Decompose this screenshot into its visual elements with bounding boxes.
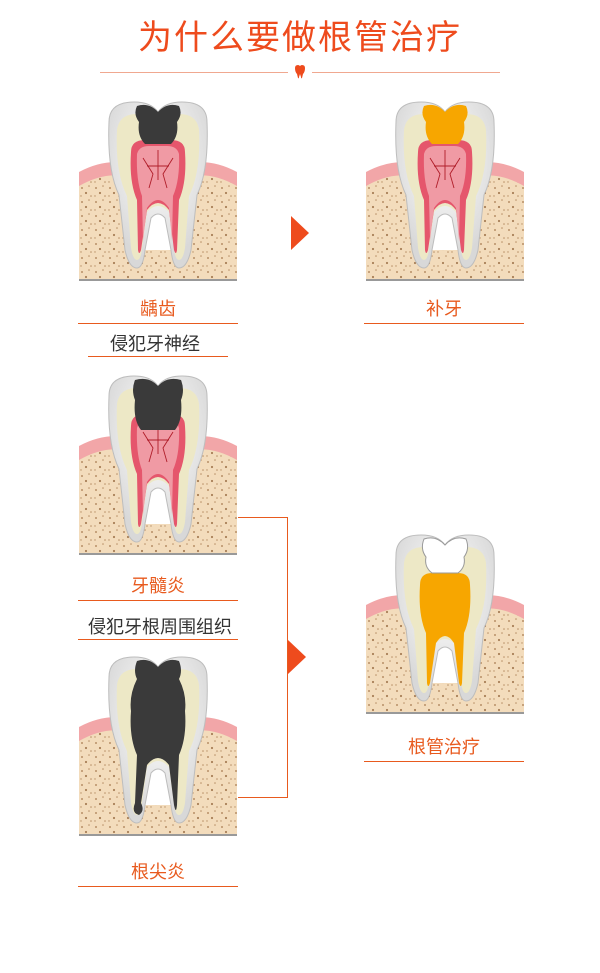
caption-caries: 龋齿 (78, 295, 238, 324)
tooth-caries-illustration (79, 101, 237, 281)
title-divider-right (312, 72, 500, 73)
title-divider-left (100, 72, 288, 73)
page-title: 为什么要做根管治疗 (138, 18, 462, 58)
caption-root-canal: 根管治疗 (364, 733, 524, 762)
arrow-right-icon (291, 216, 309, 250)
stage-invade-periapical: 侵犯牙根周围组织 (88, 617, 232, 638)
tooth-icon (295, 65, 305, 79)
arrow-right-icon (288, 640, 306, 674)
caption-pulpitis: 牙髓炎 (78, 572, 238, 601)
caption-filling: 补牙 (364, 295, 524, 324)
stage-divider-nerve (88, 356, 228, 357)
tooth-filling-illustration (366, 101, 524, 281)
tooth-pulpitis-illustration (79, 375, 237, 555)
merge-bracket (238, 517, 288, 798)
caption-periapical: 根尖炎 (78, 858, 238, 887)
stage-invade-nerve: 侵犯牙神经 (110, 334, 200, 355)
tooth-root-canal-illustration (366, 534, 524, 714)
stage-divider-periapical (78, 639, 238, 640)
tooth-periapical-illustration (79, 656, 237, 836)
